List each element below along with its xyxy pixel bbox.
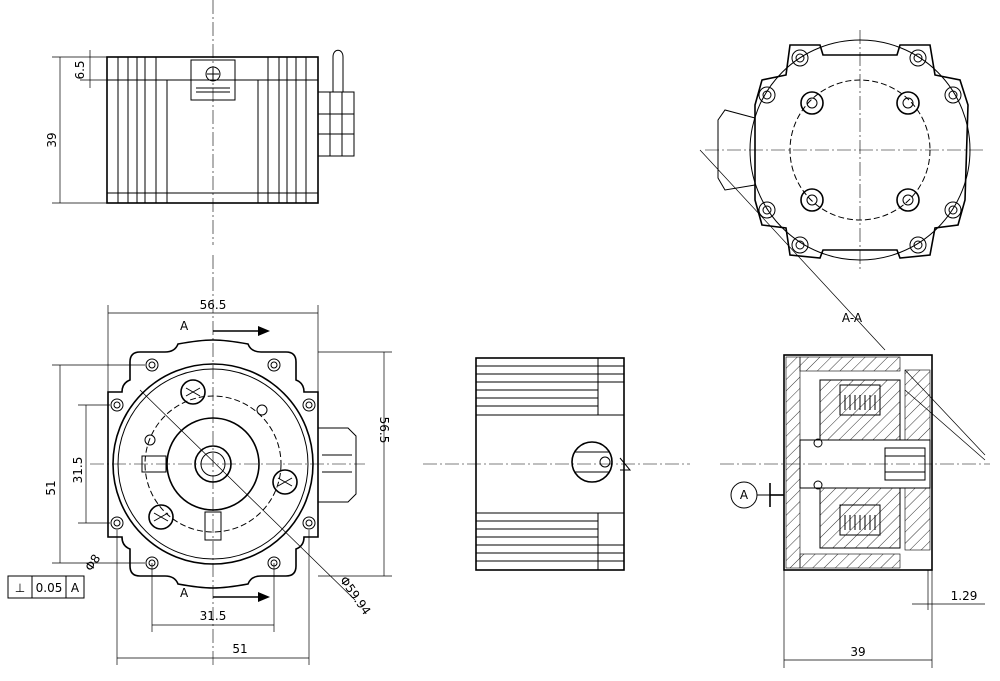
dim-51-bottom: 51 [232, 642, 247, 656]
screw-icon [190, 59, 236, 101]
coil-upper [819, 379, 901, 441]
rear-flange-outline [754, 44, 969, 259]
section-arrows [213, 326, 270, 602]
cable-connector [317, 49, 355, 157]
shaft-circle [194, 445, 232, 483]
dim-31-5-bottom: 31.5 [200, 609, 227, 623]
dim-height-39: 39 [45, 132, 59, 147]
hub-circle [166, 417, 260, 511]
section-label-bottom: A [180, 586, 189, 600]
rear-connector [717, 109, 756, 191]
pcd-circle [144, 395, 282, 533]
slot-bottom [204, 511, 222, 541]
section-dimensions [783, 570, 985, 668]
tolerance-datum: A [71, 581, 80, 595]
datum-marker [730, 481, 784, 509]
perpendicularity-symbol: ⊥ [15, 581, 25, 595]
datum-label: A [740, 488, 749, 502]
dim-56-5-top: 56.5 [200, 298, 227, 312]
main-circle-inner [117, 368, 309, 560]
rear-inner-circle [789, 79, 931, 221]
main-circle-outer [112, 363, 314, 565]
front-view: A A 56.5 56.5 51 31.5 31.5 51 [44, 255, 392, 665]
center-screw-head-icon [599, 456, 611, 468]
flange-outline [107, 339, 319, 589]
dim-phi-8: Φ8 [82, 552, 103, 574]
shaft-bore [200, 451, 226, 477]
center-view-screw [571, 441, 613, 483]
section-cut-line [699, 149, 886, 351]
slot-left [141, 455, 167, 473]
rear-view: A-A [699, 30, 985, 351]
dim-1-29: 1.29 [951, 589, 978, 603]
dim-39-bottom: 39 [850, 645, 865, 659]
dim-6-5: 6.5 [73, 60, 87, 79]
section-shaft [884, 447, 926, 481]
dim-phi-59-94: Φ59.94 [337, 574, 374, 618]
center-view-fins [476, 358, 624, 570]
rear-bolt-holes [758, 49, 962, 254]
side-view-top: 39 6.5 [45, 0, 355, 245]
side-view-dimensions [52, 50, 107, 204]
rear-outer-circle [749, 39, 971, 261]
section-leader-1 [904, 369, 986, 456]
section-leader-2 [904, 389, 986, 461]
section-core [799, 439, 931, 489]
diameter-leader [139, 389, 356, 601]
front-view-dimensions [52, 305, 392, 665]
front-connector [318, 427, 357, 503]
center-view-body [475, 357, 625, 571]
side-view-fins [107, 57, 318, 203]
bolt-holes [110, 358, 316, 570]
center-view [423, 357, 690, 571]
section-label-top: A [180, 319, 189, 333]
section-title: A-A [842, 311, 863, 325]
front-screws [144, 379, 298, 530]
tolerance-frame: ⊥ 0.05 A [7, 575, 85, 599]
dim-31-5-left: 31.5 [71, 457, 85, 484]
coil-lower [819, 487, 901, 549]
section-view: A 1.29 39 [720, 354, 990, 668]
center-tab [619, 457, 632, 471]
tolerance-value: 0.05 [36, 581, 63, 595]
dim-51-left: 51 [44, 480, 58, 495]
dim-56-5-right: 56.5 [377, 417, 391, 444]
section-outline [783, 354, 933, 571]
rear-inner-holes [800, 91, 920, 212]
